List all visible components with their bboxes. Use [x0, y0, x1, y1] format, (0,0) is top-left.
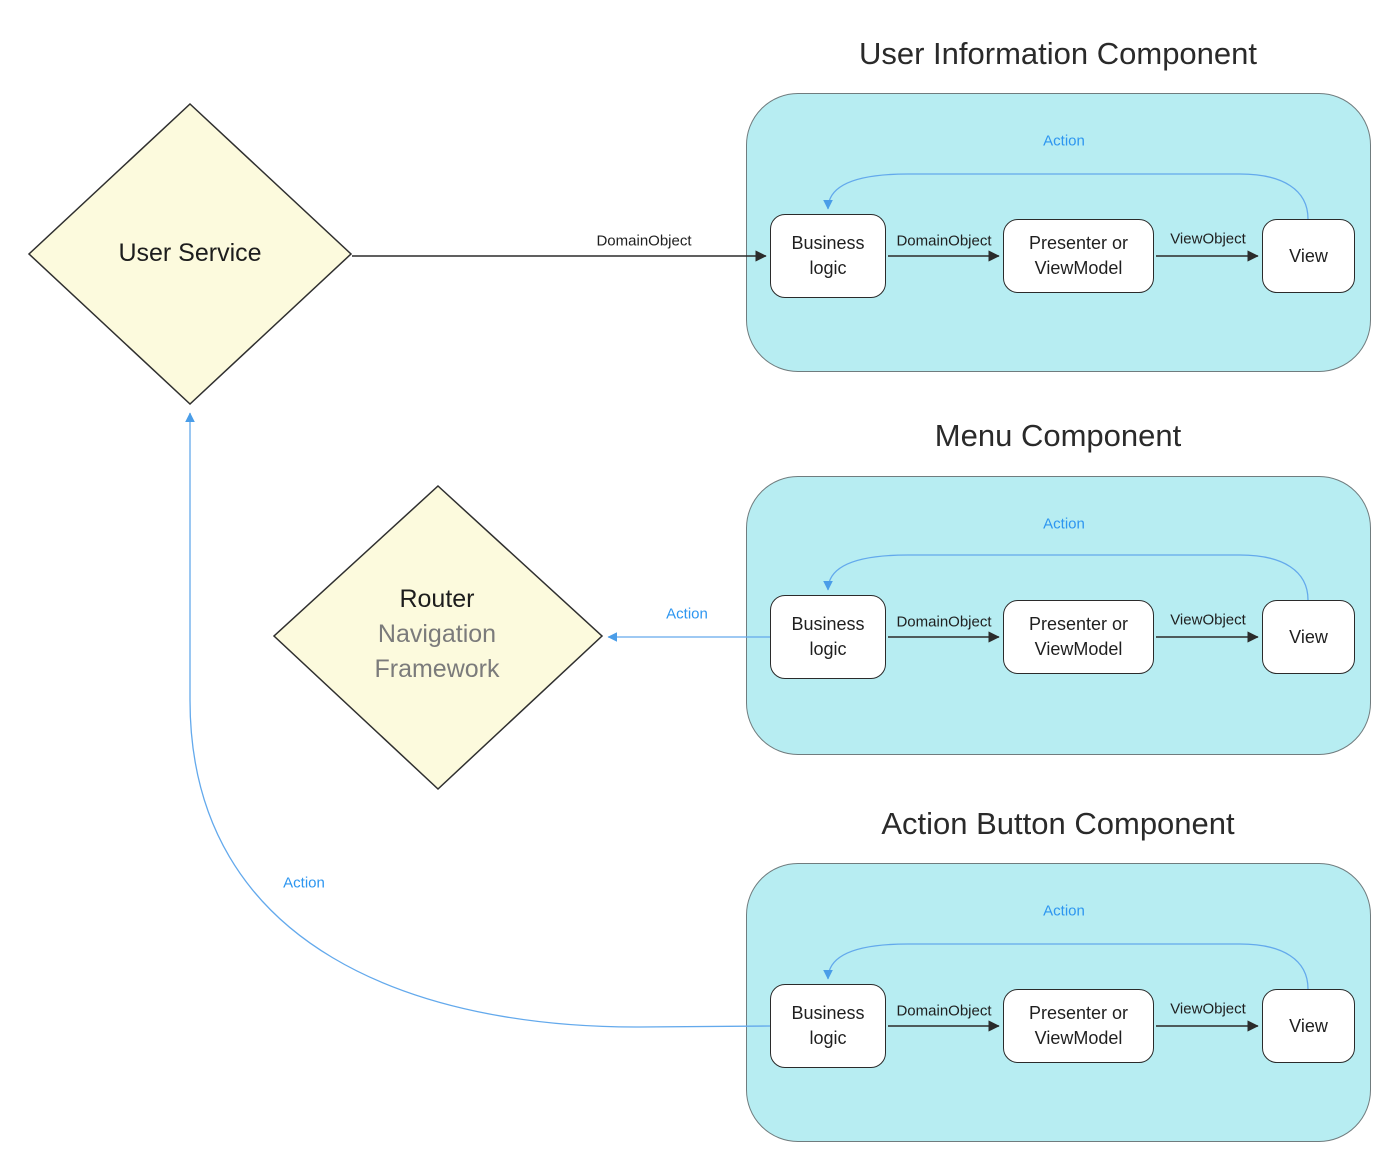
edge-label-action-3: Action [1043, 902, 1085, 920]
edge-label-action-1: Action [1043, 132, 1085, 150]
edge-label-viewobject-1: ViewObject [1170, 230, 1246, 248]
edge-label-action-2: Action [1043, 515, 1085, 533]
edge-label-menu-router-action: Action [666, 605, 708, 623]
title-user-information-component: User Information Component [858, 36, 1258, 71]
title-menu-component: Menu Component [934, 418, 1182, 453]
edge-view-action-to-business-2 [823, 554, 1309, 601]
edge-label-domainobject-2: DomainObject [896, 613, 992, 631]
edge-label-domainobject-3: DomainObject [896, 1002, 992, 1020]
edge-action-button-to-user-service [185, 412, 773, 1028]
presenter-box-2: Presenter or ViewModel [1003, 600, 1154, 674]
edge-label-domainobject-1: DomainObject [896, 232, 992, 250]
edge-view-action-to-business-3 [823, 943, 1309, 990]
user-service-label: User Service [118, 239, 262, 267]
presenter-box-3: Presenter or ViewModel [1003, 989, 1154, 1063]
router-label-group: Router Navigation Framework [317, 582, 557, 687]
presenter-box-1: Presenter or ViewModel [1003, 219, 1154, 293]
user-service-diamond [27, 102, 353, 406]
router-diamond [272, 484, 604, 791]
router-label: Router [399, 585, 475, 613]
business-logic-box-3: Business logic [770, 984, 886, 1068]
title-action-button-component: Action Button Component [881, 806, 1235, 841]
business-logic-box-2: Business logic [770, 595, 886, 679]
edge-view-action-to-business-1 [823, 173, 1309, 220]
view-box-2: View [1262, 600, 1355, 674]
business-logic-box-1: Business logic [770, 214, 886, 298]
view-box-1: View [1262, 219, 1355, 293]
view-box-3: View [1262, 989, 1355, 1063]
edge-label-user-service-domainobject: DomainObject [596, 232, 692, 250]
router-sublabel: Navigation Framework [374, 620, 500, 683]
edge-label-actionbutton-userservice-action: Action [283, 874, 325, 892]
edge-label-viewobject-2: ViewObject [1170, 611, 1246, 629]
edge-label-viewobject-3: ViewObject [1170, 1000, 1246, 1018]
